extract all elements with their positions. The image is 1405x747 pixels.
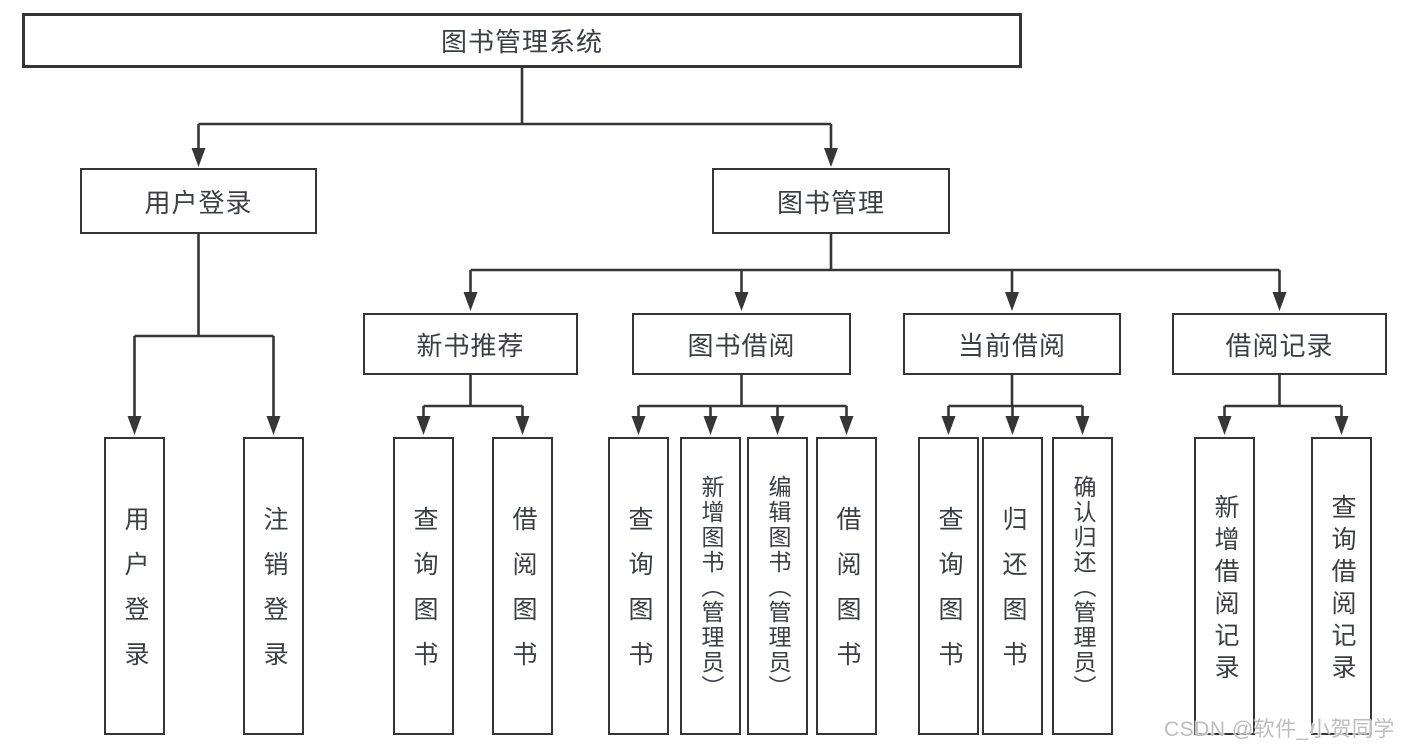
leaf-query-borrow-record-label: 查询借阅记录 [1328,493,1356,686]
arrowhead-down [631,416,646,435]
leaf-edit-book-admin: 编辑图书（管理员） [747,437,808,735]
arrowhead-down [1005,416,1020,435]
connector-path [197,68,833,150]
connector-path [637,375,848,418]
node-current-borrow-label: 当前借阅 [957,330,1066,361]
arrowhead-down [703,416,718,435]
node-user-login: 用户登录 [80,168,317,234]
leaf-edit-book-admin-label: 编辑图书（管理员） [765,474,791,700]
connector-new-book-children [416,375,530,435]
leaf-add-borrow-record: 新增借阅记录 [1194,437,1255,735]
connector-book-management-children [463,234,1287,311]
leaf-confirm-return-admin: 确认归还（管理员） [1052,437,1113,735]
connector-borrow-records-children [1217,375,1349,435]
leaf-borrow-books-recommend-label: 借阅图书 [509,506,537,686]
arrowhead-down [515,416,530,435]
arrowhead-down [1334,416,1349,435]
node-borrow-records-label: 借阅记录 [1225,330,1334,361]
arrowhead-down [266,416,281,435]
arrowhead-down [839,416,854,435]
node-book-borrow-label: 图书借阅 [687,330,796,361]
leaf-add-book-admin: 新增图书（管理员） [680,437,741,735]
arrowhead-down [1005,292,1019,311]
connector-path [1223,375,1343,418]
arrowhead-down [1075,416,1090,435]
leaf-query-books-borrow-label: 查询图书 [625,506,653,686]
arrowhead-down [1272,292,1287,311]
leaf-return-book-label: 归还图书 [999,506,1027,686]
node-new-book-recommend: 新书推荐 [363,313,578,375]
leaf-query-books-recommend-label: 查询图书 [410,506,438,686]
node-book-management: 图书管理 [712,168,950,234]
leaf-user-login-label: 用户登录 [121,506,149,686]
connector-book-borrow-children [631,375,854,435]
watermark: CSDN @软件_小贺同学 [1164,718,1395,741]
arrowhead-down [770,416,785,435]
leaf-borrow-books: 借阅图书 [816,437,877,735]
node-current-borrow: 当前借阅 [903,313,1121,375]
leaf-add-borrow-record-label: 新增借阅记录 [1211,493,1239,686]
connector-root-to-level2 [191,68,838,167]
node-root-system-label: 图书管理系统 [440,27,603,57]
node-book-borrow: 图书借阅 [632,313,851,375]
arrowhead-down [191,148,206,167]
leaf-query-books-current: 查询图书 [918,437,979,735]
leaf-query-books-current-label: 查询图书 [935,506,963,686]
arrowhead-down [127,416,142,435]
arrowhead-down [734,292,749,311]
arrowhead-down [824,148,838,167]
leaf-query-books-borrow: 查询图书 [608,437,669,735]
leaf-borrow-books-recommend: 借阅图书 [492,437,553,735]
leaf-user-login: 用户登录 [104,437,165,735]
leaf-query-borrow-record: 查询借阅记录 [1311,437,1372,735]
connector-current-borrow-children [941,375,1090,435]
leaf-borrow-books-label: 借阅图书 [833,506,861,686]
connector-path [422,375,524,418]
arrowhead-down [463,292,478,311]
node-borrow-records: 借阅记录 [1172,313,1387,375]
leaf-logout-label: 注销登录 [260,506,288,686]
node-new-book-recommend-label: 新书推荐 [416,330,525,361]
arrowhead-down [416,416,431,435]
connector-path [947,375,1084,418]
node-root-system: 图书管理系统 [22,13,1022,68]
arrowhead-down [941,416,956,435]
leaf-return-book: 归还图书 [982,437,1043,735]
connector-user-login-children [127,234,281,435]
leaf-query-books-recommend: 查询图书 [393,437,454,735]
connector-path [133,234,275,418]
connector-path [469,234,1281,294]
node-book-management-label: 图书管理 [776,187,885,218]
leaf-logout: 注销登录 [243,437,304,735]
leaf-confirm-return-admin-label: 确认归还（管理员） [1070,474,1096,700]
arrowhead-down [1217,416,1232,435]
node-user-login-label: 用户登录 [144,187,253,218]
leaf-add-book-admin-label: 新增图书（管理员） [698,474,724,700]
